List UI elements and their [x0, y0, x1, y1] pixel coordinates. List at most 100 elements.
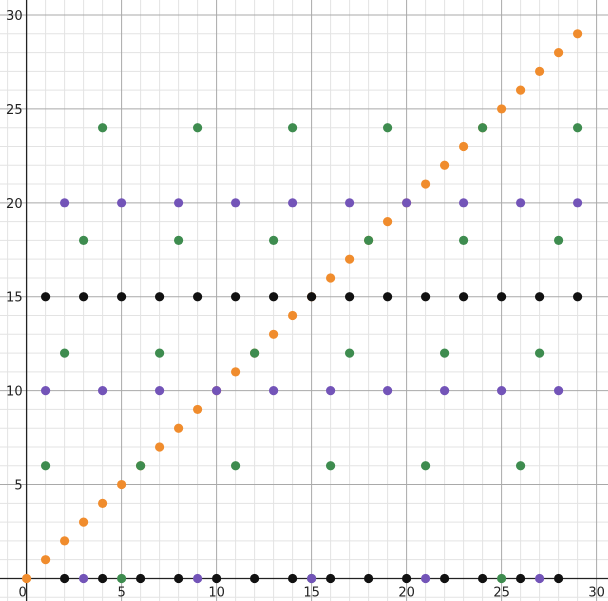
- data-point: [212, 573, 222, 584]
- data-point: [516, 85, 526, 95]
- y-tick-label: 5: [14, 479, 22, 494]
- data-point: [269, 386, 279, 396]
- data-point: [174, 423, 184, 433]
- data-point: [60, 536, 70, 546]
- data-point: [516, 461, 526, 471]
- data-point: [60, 348, 70, 358]
- data-point: [573, 198, 583, 208]
- data-point: [554, 386, 564, 396]
- data-point: [41, 555, 51, 565]
- data-point: [535, 292, 545, 302]
- data-point: [497, 292, 507, 302]
- data-point: [288, 573, 298, 584]
- data-point: [98, 498, 108, 508]
- data-point: [573, 29, 583, 39]
- x-tick-label: 30: [588, 585, 605, 600]
- data-point: [41, 386, 51, 396]
- x-tick-label: 10: [208, 585, 225, 600]
- data-point: [326, 461, 336, 471]
- data-point: [288, 310, 298, 321]
- x-tick-label: 20: [398, 585, 415, 600]
- data-point: [402, 198, 412, 208]
- data-point: [516, 573, 526, 584]
- data-point: [231, 461, 241, 471]
- data-point: [212, 386, 222, 396]
- y-tick-label: 30: [6, 9, 23, 24]
- data-point: [345, 254, 355, 264]
- x-tick-label: 0: [18, 585, 26, 600]
- y-tick-label: 20: [6, 197, 23, 212]
- data-point: [383, 217, 393, 227]
- data-point: [117, 573, 127, 584]
- data-point: [440, 348, 450, 358]
- data-point: [440, 573, 450, 584]
- data-point: [478, 573, 488, 584]
- data-point: [269, 292, 279, 302]
- y-tick-label: 10: [6, 385, 23, 400]
- data-point: [288, 123, 298, 133]
- data-point: [41, 461, 51, 471]
- data-point: [345, 198, 355, 208]
- data-point: [421, 573, 431, 584]
- data-point: [383, 123, 393, 133]
- data-point: [193, 123, 203, 133]
- data-point: [554, 235, 564, 245]
- data-point: [364, 235, 374, 245]
- data-point: [326, 573, 336, 584]
- data-point: [269, 329, 279, 339]
- data-point: [573, 292, 583, 302]
- data-point: [364, 573, 374, 584]
- data-point: [250, 348, 260, 358]
- data-point: [497, 573, 507, 584]
- data-point: [345, 348, 355, 358]
- data-point: [554, 573, 564, 584]
- data-point: [231, 367, 241, 377]
- data-point: [117, 479, 127, 490]
- data-points: [22, 29, 583, 584]
- y-tick-label: 25: [6, 103, 23, 118]
- data-point: [98, 573, 108, 584]
- x-tick-label: 25: [493, 585, 510, 600]
- data-point: [231, 292, 241, 302]
- data-point: [117, 292, 127, 302]
- data-point: [497, 104, 507, 114]
- data-point: [60, 573, 70, 584]
- data-point: [326, 273, 336, 283]
- y-tick-label: 15: [6, 291, 23, 306]
- data-point: [250, 573, 260, 584]
- data-point: [60, 198, 70, 208]
- data-point: [269, 235, 279, 245]
- data-point: [98, 123, 108, 133]
- data-point: [117, 198, 127, 208]
- data-point: [79, 235, 89, 245]
- data-point: [421, 179, 431, 189]
- data-point: [345, 292, 355, 302]
- data-point: [573, 123, 583, 133]
- data-point: [459, 198, 469, 208]
- data-point: [79, 517, 89, 527]
- data-point: [22, 573, 32, 584]
- data-point: [193, 292, 203, 302]
- data-point: [307, 573, 317, 584]
- data-point: [79, 573, 89, 584]
- data-point: [440, 386, 450, 396]
- data-point: [421, 292, 431, 302]
- data-point: [193, 404, 203, 415]
- data-point: [554, 47, 564, 58]
- data-point: [459, 292, 469, 302]
- data-point: [421, 461, 431, 471]
- data-point: [136, 573, 146, 584]
- data-point: [288, 198, 298, 208]
- data-point: [231, 198, 241, 208]
- data-point: [155, 292, 165, 302]
- data-point: [478, 123, 488, 133]
- data-point: [155, 386, 165, 396]
- data-point: [535, 348, 545, 358]
- data-point: [174, 198, 184, 208]
- data-point: [402, 573, 412, 584]
- data-point: [174, 573, 184, 584]
- data-point: [136, 461, 146, 471]
- data-point: [307, 292, 317, 302]
- data-point: [155, 442, 165, 452]
